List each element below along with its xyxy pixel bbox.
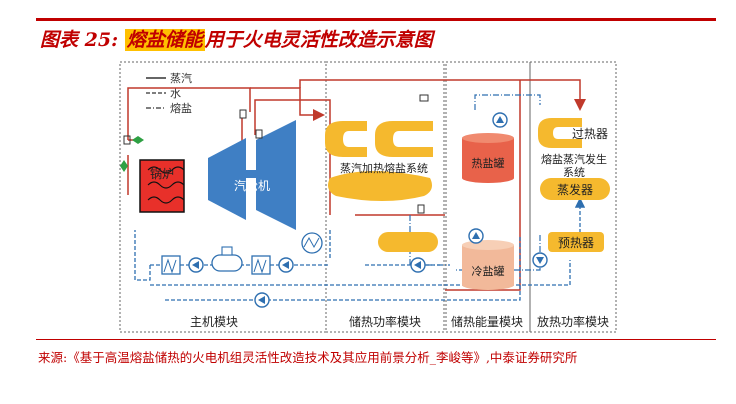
module-storage-power-frame: [325, 61, 445, 333]
valve-superheat-line-icon: [419, 94, 429, 102]
legend-water-label: 水: [170, 87, 181, 100]
bottom-rule: [36, 339, 716, 340]
steam-heat-system: 蒸汽加热熔盐系统: [325, 121, 438, 252]
deaerator-icon: [211, 254, 243, 272]
legend-steam-label: 蒸汽: [170, 71, 192, 85]
superheater-label: 过热器: [572, 127, 608, 141]
hot-tank-body: [462, 138, 514, 178]
superheater-shape: [538, 118, 582, 148]
pump-storage-icon: [410, 257, 426, 273]
module-frames: [119, 61, 617, 333]
salt-heater-unit: [378, 232, 438, 252]
source-note: 来源:《基于高温熔盐储热的火电机组灵活性改造技术及其应用前景分析_李峻等》,中泰…: [38, 350, 578, 365]
steam-gen-label-2: 系统: [563, 166, 585, 179]
boiler: 锅炉: [139, 159, 185, 213]
turbine-hp-section: [208, 138, 246, 220]
module-release-power-label: 放热功率模块: [537, 314, 609, 329]
preheater-label: 预热器: [558, 236, 594, 250]
salt-storage-down: [409, 215, 450, 266]
module-storage-power-label: 储热功率模块: [349, 314, 421, 329]
legend: 蒸汽 水 熔盐: [146, 71, 192, 115]
steam-to-superheater: [299, 79, 586, 111]
feedwater-train: [161, 232, 323, 275]
boiler-coil: [147, 166, 185, 204]
release-module-equipment: 过热器 熔盐蒸汽发生 系统 蒸发器 预热器: [538, 118, 610, 252]
figure-number: 图表 25: [40, 29, 112, 51]
valve-boiler-icon: [132, 136, 144, 144]
steam-heat-system-label: 蒸汽加热熔盐系统: [340, 161, 428, 175]
steam-reheat-loop: [254, 99, 331, 215]
steam-branch-to-storage: [250, 87, 325, 121]
heat-exchanger-bottom: [328, 171, 432, 201]
module-labels: 主机模块 储热功率模块 储热能量模块 放热功率模块: [190, 314, 609, 329]
hot-tank-top: [462, 133, 514, 143]
valves: [120, 94, 429, 214]
pump-cold-tank-icon: [468, 228, 484, 244]
evaporator-label: 蒸发器: [557, 182, 593, 197]
title-separator: :: [111, 29, 125, 51]
valve-reheat-icon: [255, 129, 263, 139]
turbine: 汽轮机: [208, 120, 296, 230]
preheater-shape: [548, 232, 604, 252]
pump-hot-tank-icon: [492, 112, 508, 128]
pump-feed-1-icon: [188, 257, 204, 273]
module-main-label: 主机模块: [190, 315, 238, 329]
turbine-label: 汽轮机: [234, 178, 270, 193]
pump-feed-2-icon: [278, 257, 294, 273]
heat-exchanger-2: [375, 121, 433, 157]
cold-tank-bottom: [462, 280, 514, 290]
top-rule: [36, 18, 716, 21]
steam-gen-label-1: 熔盐蒸汽发生: [541, 152, 607, 166]
evaporator-shape: [540, 178, 610, 200]
pumps: [188, 112, 548, 308]
heat-exchanger-1: [325, 121, 367, 157]
pump-return-icon: [254, 292, 270, 308]
valve-boiler-side-icon: [120, 160, 128, 172]
module-storage-energy-label: 储热能量模块: [451, 314, 523, 329]
title-highlight: 熔盐储能: [124, 29, 205, 51]
legend-salt-label: 熔盐: [170, 101, 192, 115]
module-release-power-frame: [529, 61, 617, 333]
title-rest: 用于火电灵活性改造示意图: [204, 29, 433, 51]
hot-tank-label: 热盐罐: [472, 157, 505, 170]
valve-main-icon: [123, 135, 131, 145]
steam-main-to-turbine: [127, 87, 251, 140]
salt-hot-to-release: [474, 94, 541, 110]
module-storage-energy-frame: [445, 61, 531, 333]
turbine-shaft: [242, 170, 260, 178]
boiler-label: 锅炉: [150, 166, 174, 181]
hot-salt-tank: 热盐罐: [462, 133, 514, 183]
pump-release-icon: [532, 252, 548, 268]
cold-tank-top: [462, 240, 514, 250]
figure-title: 图表 25: 熔盐储能用于火电灵活性改造示意图: [40, 26, 433, 54]
valve-turbine-inlet-icon: [239, 109, 247, 119]
cold-salt-tank: 冷盐罐: [462, 240, 514, 290]
water-to-boiler: [134, 230, 151, 281]
hot-tank-bottom: [462, 173, 514, 183]
cold-tank-label: 冷盐罐: [472, 265, 505, 278]
water-lower-line: [165, 235, 521, 301]
turbine-lp-section: [256, 120, 296, 230]
cold-tank-body: [462, 245, 514, 285]
water-return-line: [150, 260, 571, 286]
steam-right-return: [445, 80, 521, 291]
valve-storage-icon: [417, 204, 425, 214]
